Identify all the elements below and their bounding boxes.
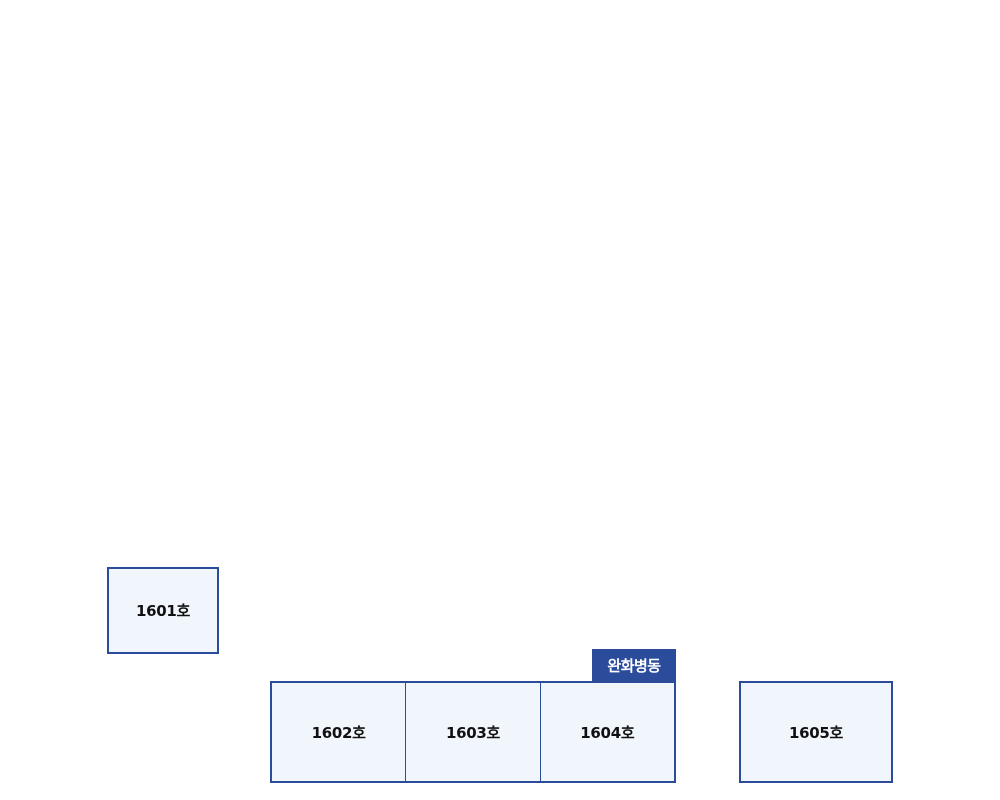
ward-tag-label: 완화병동 — [607, 657, 661, 675]
palliative-ward-group: 1602호 1603호 1604호 — [270, 681, 676, 783]
room-1604[interactable]: 1604호 — [539, 683, 674, 781]
room-label: 1602호 — [311, 723, 366, 742]
room-1605[interactable]: 1605호 — [739, 681, 893, 783]
room-1603[interactable]: 1603호 — [405, 683, 539, 781]
room-1602[interactable]: 1602호 — [272, 683, 405, 781]
room-label: 1605호 — [788, 723, 844, 742]
room-1601[interactable]: 1601호 — [107, 567, 219, 654]
room-label: 1604호 — [580, 723, 635, 742]
palliative-ward-tag: 완화병동 — [592, 649, 676, 682]
room-label: 1601호 — [135, 602, 191, 620]
room-label: 1603호 — [445, 723, 501, 742]
